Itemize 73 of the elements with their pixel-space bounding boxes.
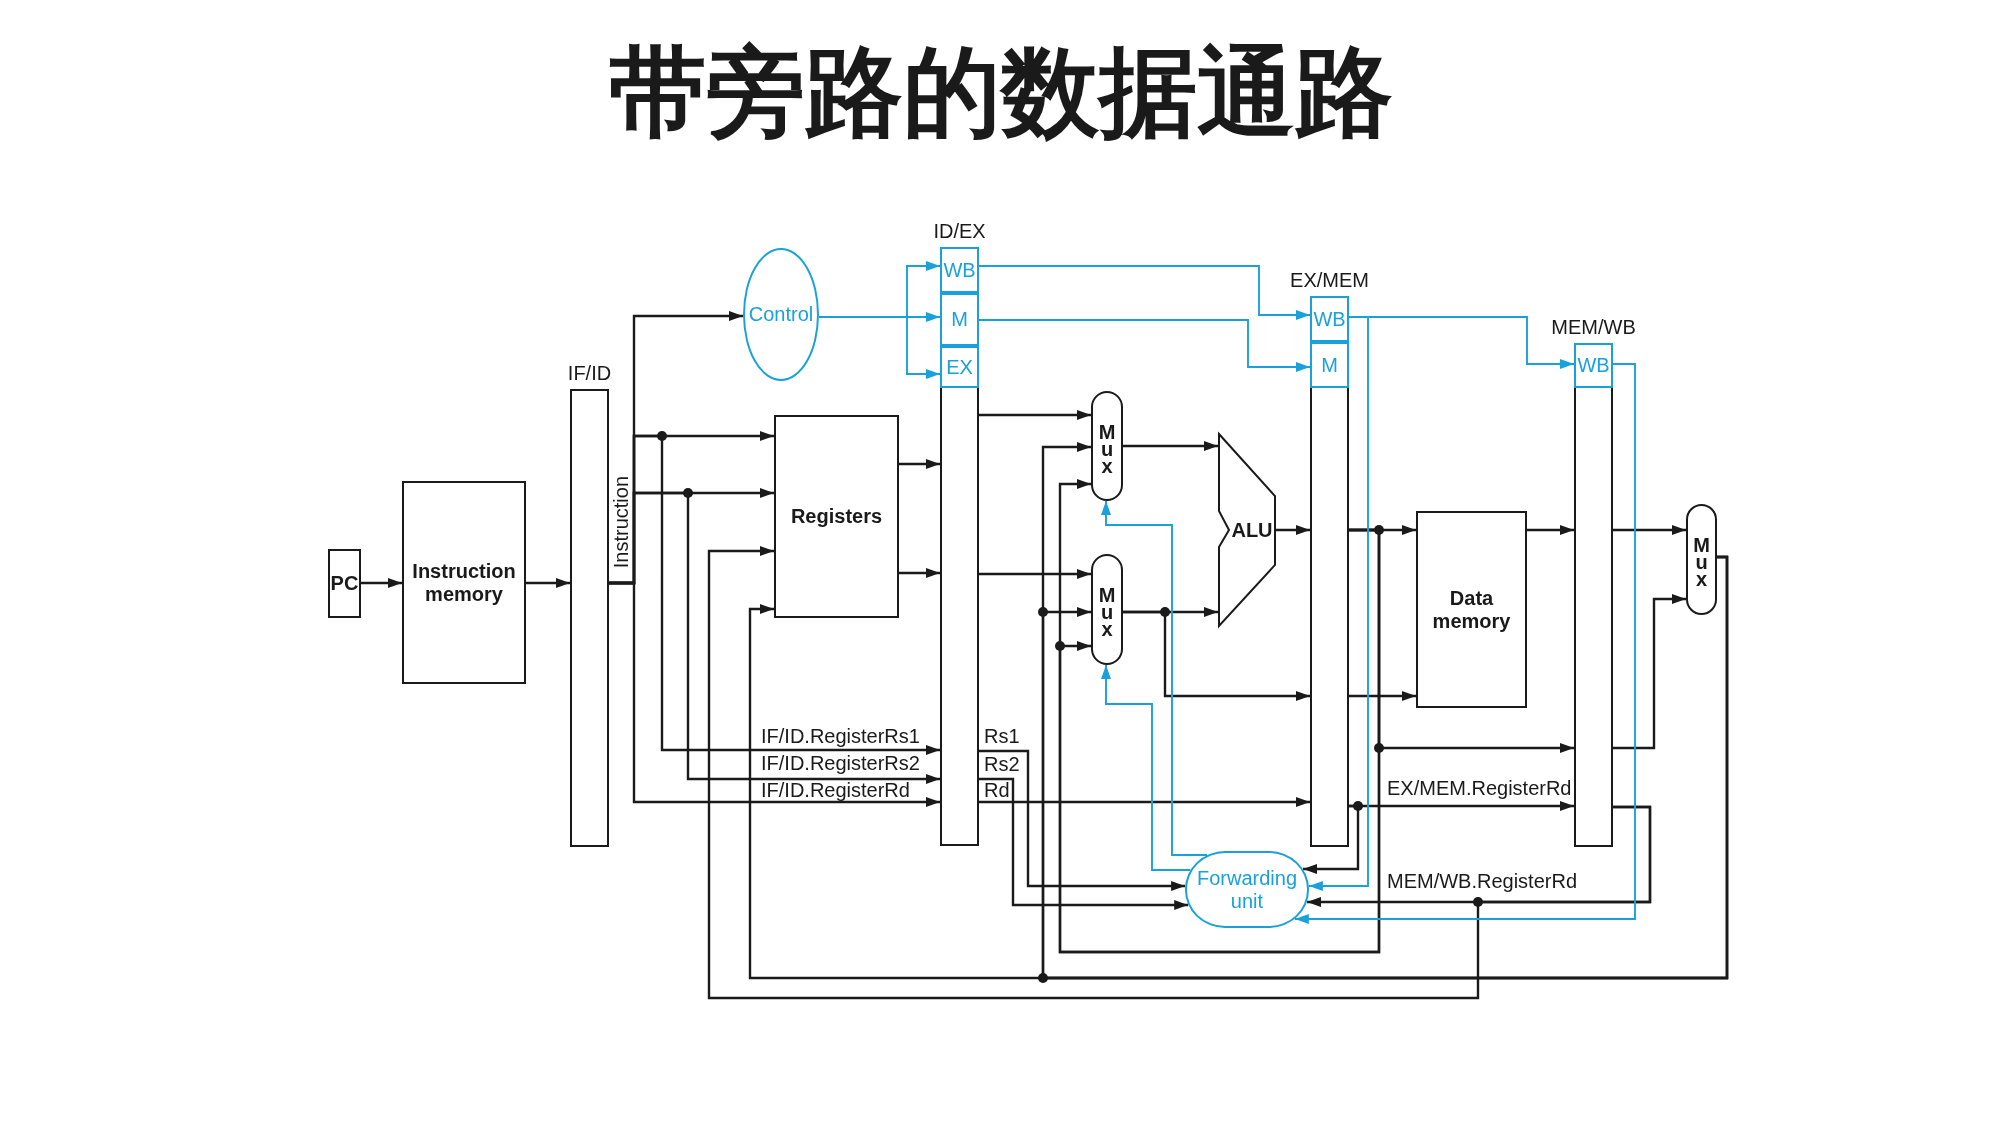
node-label: Instruction memory (412, 559, 516, 606)
register-box (328, 549, 361, 618)
node-label: WB (1577, 354, 1610, 377)
edge-label: Rs2 (983, 755, 1021, 774)
signal-label: Instruction (611, 476, 631, 569)
register-section (940, 293, 979, 346)
arrow (906, 316, 941, 379)
node-label: Mux (1097, 420, 1117, 472)
edge-label: EX/MEM.RegisterRd (1386, 779, 1573, 798)
register-section (940, 346, 979, 388)
arrow (1101, 664, 1192, 871)
arrow (979, 569, 1091, 579)
arrow (1613, 594, 1686, 750)
arrow (978, 319, 1311, 372)
edge-label: Rd (983, 781, 1011, 800)
multiplexer (1091, 554, 1123, 665)
register-section (940, 247, 979, 293)
node-label: WB (1313, 307, 1346, 331)
memory-box (1416, 511, 1527, 708)
node-label: Registers (790, 505, 883, 528)
edge-label: IF/ID.RegisterRs1 (760, 727, 921, 746)
register-section (1310, 296, 1349, 342)
node-label: Data memory (1432, 586, 1511, 633)
arrow (1041, 555, 1729, 980)
arrow (1303, 804, 1360, 874)
edge-label: IF/ID.RegisterRs2 (760, 754, 921, 773)
arrow (361, 578, 402, 588)
arrow (1307, 316, 1369, 891)
register-label: ID/EX (933, 220, 986, 242)
arrow (979, 410, 1091, 420)
arrow (978, 265, 1311, 320)
node-label: M (951, 308, 968, 331)
register-label: EX/MEM (1290, 269, 1369, 291)
arrow (1276, 525, 1310, 535)
connector-line (818, 316, 908, 318)
register-section (1310, 342, 1349, 388)
arrow (1123, 441, 1218, 451)
node-label: Control (748, 303, 814, 326)
node-label: EX (946, 355, 973, 379)
node-label: Mux (1691, 534, 1712, 585)
arrow (1293, 363, 1636, 924)
forwarding-unit (1185, 851, 1309, 928)
node-label: ALU (1231, 518, 1273, 542)
arrow (1101, 500, 1209, 856)
multiplexer (1686, 504, 1717, 615)
arrow (899, 568, 940, 578)
arrow (609, 581, 940, 807)
arrow (979, 797, 1310, 807)
edge-label: Rs1 (983, 727, 1021, 746)
node-label: PC (330, 572, 359, 595)
register-file-box (774, 415, 899, 618)
node-label: Forwarding unit (1196, 866, 1297, 913)
title: 带旁路的数据通路 (608, 36, 1393, 148)
register-label: IF/ID (567, 362, 612, 384)
arrow (979, 777, 1189, 910)
register-label: MEM/WB (1551, 316, 1636, 338)
arrow (899, 459, 940, 469)
multiplexer (1091, 391, 1123, 501)
node-label: Mux (1097, 584, 1117, 635)
edge-label: MEM/WB.RegisterRd (1386, 872, 1579, 891)
arrow (979, 749, 1186, 891)
node-label: WB (943, 258, 976, 282)
arrow (1349, 691, 1416, 701)
memory-box (402, 481, 526, 684)
register-section (1574, 343, 1613, 388)
arrow (1613, 525, 1686, 535)
arrow (906, 312, 941, 322)
arrow (1123, 610, 1310, 701)
node-label: M (1321, 353, 1338, 377)
arrow (906, 261, 941, 318)
arrow (526, 578, 570, 588)
arrow (1527, 525, 1574, 535)
edge-label: IF/ID.RegisterRd (760, 781, 911, 800)
